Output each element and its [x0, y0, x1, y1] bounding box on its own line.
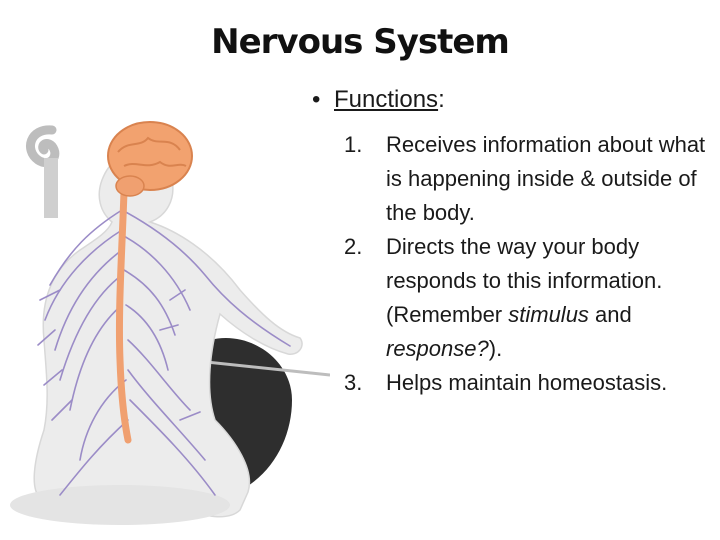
list-item: 1. Receives information about what is ha… — [344, 128, 716, 230]
functions-bullet: • Functions: — [312, 86, 445, 114]
functions-label: Functions — [334, 86, 439, 113]
slide-title: Nervous System — [211, 22, 510, 62]
bullet-dot-icon: • — [312, 86, 321, 113]
list-item-text: Receives information about what is happe… — [386, 132, 706, 225]
list-item: 3. Helps maintain homeostasis. — [344, 366, 716, 400]
response-term: response? — [386, 336, 489, 361]
list-item-text: Directs the way your body responds to th… — [386, 234, 663, 327]
stimulus-term: stimulus — [508, 302, 589, 327]
list-item-number: 1. — [344, 132, 363, 157]
list-item-text-mid: and — [588, 302, 632, 327]
list-item-number: 2. — [344, 234, 363, 259]
list-item-text: Helps maintain homeostasis. — [386, 370, 668, 395]
list-item-text-end: ). — [488, 336, 503, 361]
list-item: 2. Directs the way your body responds to… — [344, 230, 716, 366]
functions-list: 1. Receives information about what is ha… — [344, 128, 716, 400]
list-item-number: 3. — [344, 370, 363, 395]
nervous-system-illustration-icon — [10, 121, 330, 525]
functions-colon: : — [438, 86, 445, 113]
